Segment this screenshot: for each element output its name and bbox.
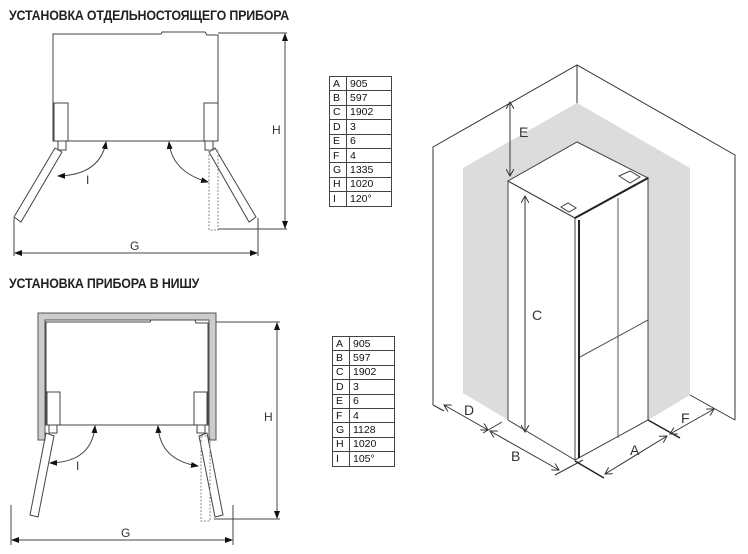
left-hinge — [53, 102, 69, 142]
dimension-key: I — [332, 451, 350, 467]
h-label: H — [272, 123, 281, 137]
dimension-key: H — [329, 176, 347, 193]
dimension-value: 905 — [346, 75, 392, 92]
b-dimension — [490, 431, 559, 470]
i-label: I — [86, 173, 89, 187]
top-hinge-bracket — [560, 170, 641, 213]
right-door — [198, 432, 224, 518]
dimension-value: 4 — [346, 147, 392, 164]
a-label: A — [630, 442, 640, 458]
closed-door-outline — [208, 149, 219, 231]
dimension-key: C — [329, 104, 347, 121]
dimension-key: F — [329, 147, 347, 164]
f-dimension — [670, 409, 714, 434]
d-dimension — [444, 405, 488, 430]
dimension-key: I — [329, 191, 347, 207]
dimension-value: 1335 — [346, 162, 392, 178]
angle-arc-right — [166, 141, 209, 184]
dimension-value: 3 — [346, 119, 392, 135]
dimension-value: 6 — [349, 393, 395, 409]
b-label: B — [511, 448, 520, 464]
dimension-key: G — [329, 162, 347, 178]
f-label: F — [681, 410, 690, 426]
right-door — [208, 147, 257, 223]
dimension-value: 1020 — [349, 436, 395, 453]
dimension-key: B — [329, 90, 347, 106]
dimension-key: C — [332, 364, 350, 381]
g-label: G — [130, 239, 139, 253]
dimension-value: 1902 — [349, 364, 395, 381]
niche-walls — [37, 312, 217, 441]
dimension-value: 3 — [349, 379, 395, 395]
dimension-value: 1020 — [346, 176, 392, 193]
c-label: C — [532, 307, 542, 323]
dimension-value: 120° — [346, 191, 392, 207]
niche-plan — [10, 312, 280, 545]
g-label: G — [121, 526, 130, 540]
angle-arc-left — [57, 141, 108, 179]
a-dimension — [605, 436, 667, 474]
cabinet-outline — [45, 319, 209, 426]
dimension-key: E — [332, 393, 350, 409]
dimension-value: 6 — [346, 133, 392, 149]
dimension-key: B — [332, 350, 350, 366]
dimension-value: 1902 — [346, 104, 392, 121]
freestanding-plan — [13, 31, 288, 256]
dimension-value: 597 — [346, 90, 392, 106]
i-label: I — [76, 459, 79, 473]
freestanding-title: УСТАНОВКА ОТДЕЛЬНОСТОЯЩЕГО ПРИБОРА — [9, 8, 290, 23]
dimension-value: 1128 — [349, 422, 395, 438]
dimension-key: G — [332, 422, 350, 438]
dimension-key: F — [332, 407, 350, 424]
dimension-key: A — [329, 75, 347, 92]
right-hinge — [203, 102, 219, 142]
dimension-value: 597 — [349, 350, 395, 366]
dimension-value: 4 — [349, 407, 395, 424]
e-label: E — [519, 124, 528, 140]
dimension-key: E — [329, 133, 347, 149]
dimension-value: 905 — [349, 335, 395, 352]
d-label: D — [464, 402, 474, 418]
isometric-installation — [432, 64, 736, 479]
left-door — [29, 432, 55, 518]
fridge-front — [574, 177, 649, 461]
h-label: H — [264, 410, 273, 424]
dimension-key: A — [332, 335, 350, 352]
dimension-key: D — [329, 119, 347, 135]
dimension-value: 105° — [349, 451, 395, 467]
left-door — [13, 147, 63, 223]
niche-title: УСТАНОВКА ПРИБОРА В НИШУ — [9, 276, 200, 291]
dimension-key: H — [332, 436, 350, 453]
cabinet-outline — [52, 31, 219, 142]
dimension-key: D — [332, 379, 350, 395]
